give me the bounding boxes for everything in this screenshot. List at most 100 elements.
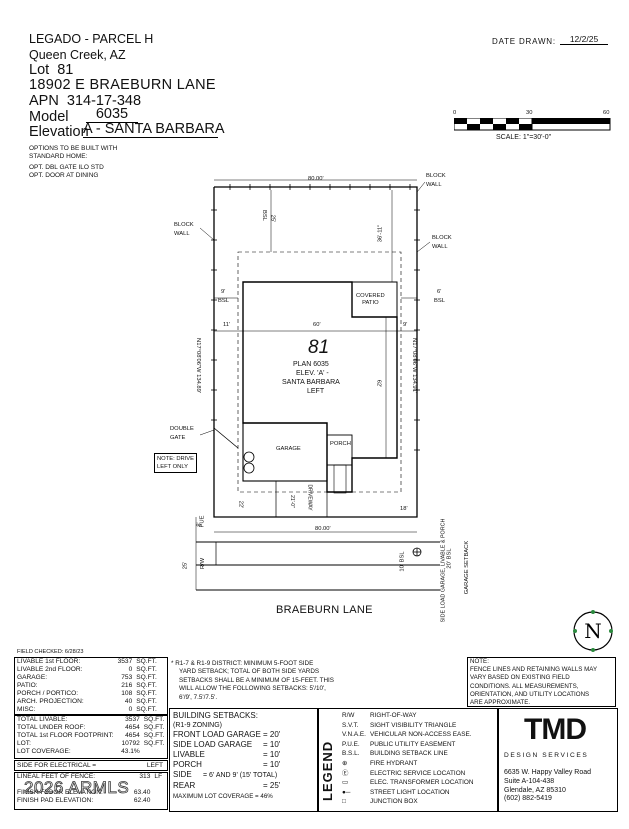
- drive-width: 21'-0": [288, 495, 295, 508]
- house-width-dim: 60': [313, 322, 321, 328]
- legend-item: ●─STREET LIGHT LOCATION: [342, 788, 450, 796]
- electric-service-symbol: [243, 451, 255, 463]
- setback-side-load: SIDE LOAD GARAGE, LIVABLE & PORCH: [440, 518, 447, 623]
- setback-row: FRONT LOAD GARAGE= 20': [173, 730, 281, 739]
- bsl-left-label: BSL: [218, 298, 229, 304]
- setback-10-bsl: 10' BSL: [399, 551, 406, 572]
- top-width: 80.00': [308, 176, 324, 182]
- electric-meter-symbol: [243, 462, 255, 474]
- setback-row: REAR= 25': [173, 781, 281, 790]
- setback-row: PORCH= 10': [173, 760, 281, 769]
- legend-item: V.N.A.E.VEHICULAR NON-ACCESS EASE.: [342, 731, 472, 739]
- elevation-value: A - SANTA BARBARA: [83, 121, 225, 138]
- rear-setback: 25': [269, 214, 276, 223]
- front-18-dim: 18': [400, 506, 408, 512]
- left-side-dim: 9': [221, 289, 226, 295]
- options-title-2: STANDARD HOME:: [29, 153, 88, 160]
- lot-line: Lot 81: [29, 62, 73, 78]
- project-city: Queen Creek, AZ: [29, 48, 126, 62]
- compass-letter: N: [584, 619, 602, 643]
- legend-item: B.S.L.BUILDING SETBACK LINE: [342, 750, 448, 758]
- model-value: 6035: [86, 106, 138, 123]
- setback-row: LIVABLE= 10': [173, 750, 281, 759]
- company-subtitle: DESIGN SERVICES: [504, 752, 589, 759]
- setbacks-box: BUILDING SETBACKS: (R1-9 ZONING) FRONT L…: [169, 708, 319, 812]
- right-side-dim: 6': [437, 289, 442, 295]
- total-row: LOT COVERAGE:43.1%: [17, 748, 140, 755]
- lot-number: 81: [308, 337, 330, 358]
- project-name: LEGADO - PARCEL H: [29, 32, 154, 46]
- north-arrow-icon: N: [573, 610, 613, 652]
- bottom-width: 80.00': [315, 526, 331, 532]
- porch: [326, 434, 353, 466]
- street-name: BRAEBURN LANE: [276, 604, 373, 616]
- depth-dim: 62': [375, 379, 382, 388]
- apn-label: APN: [29, 93, 59, 109]
- left-11-dim: 11': [223, 322, 231, 328]
- date-value: 12/2/25: [560, 34, 608, 45]
- fence-note: NOTE: FENCE LINES AND RETAINING WALLS MA…: [467, 657, 616, 707]
- option-item: OPT. DBL GATE ILO STD: [29, 164, 104, 171]
- option-item: OPT. DOOR AT DINING: [29, 172, 99, 179]
- lot-label: Lot: [29, 62, 50, 78]
- scale-tick-60: 60: [603, 110, 610, 116]
- legend-item: S.V.T.SIGHT VISIBILITY TRIANGLE: [342, 721, 457, 729]
- legend-title: LEGEND: [320, 740, 335, 801]
- options-title-1: OPTIONS TO BE BUILT WITH: [29, 145, 118, 152]
- bsl-rear-label: BSL: [260, 210, 267, 221]
- right-9-dim: 9': [403, 322, 408, 328]
- rw-label: R/W: [200, 557, 207, 570]
- scale-bar: [454, 118, 611, 131]
- front-22-dim: 22': [237, 500, 244, 509]
- garage-label: GARAGE: [276, 446, 301, 452]
- apn-line: APN 314-17-348: [29, 93, 141, 109]
- company-address: 6635 W. Happy Valley Road Suite A-104-43…: [504, 769, 592, 803]
- date-label: DATE DRAWN:: [492, 37, 556, 46]
- address: 18902 E BRAEBURN LANE: [29, 77, 216, 93]
- street-light-icon: ●─: [342, 788, 351, 796]
- pue-label: PUE: [199, 515, 206, 528]
- lot-boundary: [213, 186, 418, 518]
- company-box: TMD DESIGN SERVICES 6635 W. Happy Valley…: [497, 708, 618, 812]
- model-label: Model: [29, 109, 69, 125]
- field-checked: FIELD CHECKED: 6/28/23: [17, 649, 84, 655]
- junction-box-icon: □: [342, 798, 346, 806]
- covered-patio: [351, 281, 398, 318]
- driveway-label: DRIVEWAY: [306, 484, 313, 511]
- porch-label: PORCH: [330, 441, 351, 447]
- electric-service-icon: Ⓔ: [342, 769, 349, 777]
- elev-label: ELEV. 'A' -: [296, 370, 329, 377]
- transformer-icon: ▭: [342, 779, 349, 787]
- legend-item: ⊕FIRE HYDRANT: [342, 759, 418, 767]
- plan-label: PLAN 6035: [293, 361, 329, 368]
- legend-item: ▭ELEC. TRANSFORMER LOCATION: [342, 779, 474, 787]
- rw-25: 25': [182, 561, 189, 570]
- finish-pad-row: FINISH PAD ELEVATION:62.40: [17, 797, 151, 804]
- scale-label: SCALE: 1"=30'-0": [496, 134, 552, 141]
- site-plan: [195, 179, 440, 591]
- elev-name: SANTA BARBARA: [282, 379, 340, 386]
- right-bearing: N17°08'06"W 134.91': [410, 338, 417, 393]
- fire-hydrant-icon: ⊕: [342, 759, 348, 767]
- electrical-row: SIDE FOR ELECTRICAL =LEFT: [14, 760, 168, 771]
- rear-dim: 36'-11": [377, 224, 384, 243]
- left-bearing: N17°08'06"W 134.89': [194, 338, 201, 393]
